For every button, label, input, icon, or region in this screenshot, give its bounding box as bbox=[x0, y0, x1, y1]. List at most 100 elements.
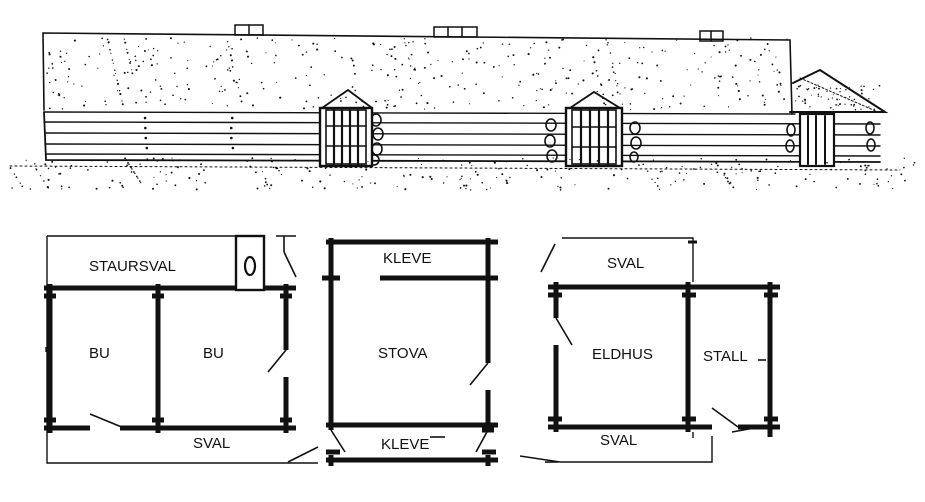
stipple-dot bbox=[188, 176, 191, 180]
peg-mark bbox=[144, 136, 148, 140]
stipple-dot bbox=[740, 54, 742, 57]
stipple-dot bbox=[409, 65, 412, 67]
stipple-dot bbox=[135, 175, 138, 178]
stipple-dot bbox=[161, 157, 164, 161]
stipple-dot bbox=[145, 37, 148, 40]
label-kleve-top: KLEVE bbox=[383, 250, 431, 267]
stipple-dot bbox=[732, 186, 735, 189]
stipple-dot bbox=[385, 106, 388, 109]
stipple-dot bbox=[506, 182, 509, 185]
stipple-dot bbox=[355, 101, 357, 104]
peg-mark bbox=[145, 146, 149, 150]
stipple-dot bbox=[835, 87, 838, 90]
stipple-dot bbox=[459, 187, 462, 189]
stipple-dot bbox=[35, 168, 38, 171]
stipple-dot bbox=[421, 176, 424, 179]
stipple-dot bbox=[408, 41, 410, 44]
stipple-dot bbox=[864, 164, 867, 167]
stipple-dot bbox=[693, 168, 695, 170]
stipple-dot bbox=[354, 89, 357, 92]
stipple-dot bbox=[59, 55, 62, 58]
stipple-dot bbox=[419, 160, 421, 162]
stipple-dot bbox=[231, 47, 233, 50]
stipple-dot bbox=[386, 74, 389, 77]
stipple-dot bbox=[278, 169, 280, 172]
stipple-dot bbox=[220, 85, 222, 88]
stipple-dot bbox=[13, 173, 16, 175]
stipple-dot bbox=[693, 52, 696, 55]
stipple-dot bbox=[681, 165, 683, 168]
stipple-dot bbox=[636, 61, 639, 64]
stipple-dot bbox=[69, 167, 72, 169]
stipple-dot bbox=[544, 57, 546, 59]
stipple-dot bbox=[795, 100, 797, 102]
stipple-dot bbox=[620, 168, 623, 171]
stipple-dot bbox=[419, 81, 421, 84]
door-annex bbox=[798, 112, 836, 168]
label-staursval: STAURSVAL bbox=[89, 258, 176, 275]
stipple-dot bbox=[813, 87, 816, 90]
stipple-dot bbox=[826, 161, 828, 164]
stipple-dot bbox=[116, 82, 120, 85]
stipple-dot bbox=[113, 74, 115, 77]
stipple-dot bbox=[535, 99, 537, 102]
stipple-dot bbox=[305, 51, 308, 53]
stipple-dot bbox=[49, 82, 51, 84]
stipple-dot bbox=[112, 62, 114, 64]
stipple-dot bbox=[734, 64, 737, 67]
stipple-dot bbox=[703, 182, 706, 185]
stipple-dot bbox=[270, 157, 272, 160]
stipple-dot bbox=[676, 39, 678, 41]
stipple-dot bbox=[224, 89, 226, 91]
stipple-dot bbox=[551, 88, 553, 90]
stipple-dot bbox=[780, 84, 782, 87]
stipple-dot bbox=[139, 163, 141, 165]
stipple-dot bbox=[574, 184, 576, 186]
stipple-dot bbox=[704, 62, 706, 64]
stipple-dot bbox=[371, 64, 374, 67]
stipple-dot bbox=[232, 79, 235, 82]
stipple-dot bbox=[728, 49, 730, 51]
stipple-dot bbox=[571, 92, 574, 95]
stipple-dot bbox=[271, 39, 274, 41]
stipple-dot bbox=[121, 100, 123, 102]
stipple-dot bbox=[713, 44, 715, 47]
stipple-dot bbox=[153, 176, 155, 178]
stipple-dot bbox=[11, 187, 13, 189]
stipple-dot bbox=[25, 159, 27, 161]
wall-logs bbox=[43, 111, 881, 157]
stipple-dot bbox=[358, 179, 360, 181]
stipple-dot bbox=[246, 55, 250, 58]
stipple-dot bbox=[845, 89, 847, 91]
stipple-dot bbox=[596, 90, 598, 93]
stipple-dot bbox=[54, 79, 57, 81]
stipple-dot bbox=[160, 87, 163, 90]
stipple-dot bbox=[797, 85, 800, 88]
stipple-dot bbox=[107, 41, 110, 44]
stipple-dot bbox=[860, 89, 863, 92]
stipple-dot bbox=[731, 166, 733, 168]
stipple-dot bbox=[757, 179, 759, 182]
stipple-dot bbox=[679, 102, 682, 105]
stipple-dot bbox=[624, 41, 626, 43]
label-sval-top-right: SVAL bbox=[607, 255, 644, 272]
floor-plan bbox=[44, 234, 780, 466]
stipple-dot bbox=[180, 98, 182, 100]
stipple-dot bbox=[228, 67, 231, 69]
stipple-dot bbox=[508, 43, 511, 45]
stipple-dot bbox=[340, 97, 342, 100]
stipple-dot bbox=[164, 103, 166, 106]
stipple-dot bbox=[352, 183, 354, 185]
stipple-dot bbox=[301, 53, 304, 56]
stipple-dot bbox=[218, 90, 221, 93]
stipple-dot bbox=[839, 90, 841, 93]
stipple-dot bbox=[786, 38, 788, 40]
stipple-dot bbox=[462, 58, 464, 61]
stipple-dot bbox=[533, 42, 536, 45]
stipple-dot bbox=[131, 69, 133, 71]
stipple-dot bbox=[303, 107, 305, 110]
stipple-dot bbox=[876, 178, 879, 180]
stipple-dot bbox=[126, 48, 128, 51]
elevation-view bbox=[9, 24, 916, 191]
stipple-dot bbox=[129, 62, 131, 64]
